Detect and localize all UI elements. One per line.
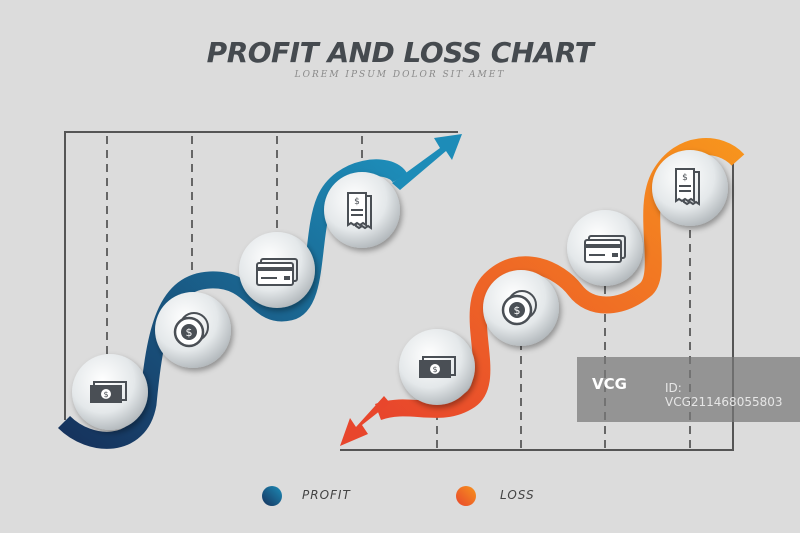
profit-dashed-guides [106,136,363,360]
credit-card-icon [584,235,626,263]
loss-steps [399,150,728,405]
banknote-icon [89,381,127,404]
page-title: PROFIT AND LOSS CHART [206,36,594,69]
watermark: VCG ID: VCG211468055803 [577,357,800,422]
profit-axes [64,131,458,420]
credit-card-icon [256,258,298,286]
watermark-id: ID: VCG211468055803 [665,381,783,409]
profit-arrow [392,134,462,190]
legend-loss-label: LOSS [500,488,535,502]
banknote-icon [418,356,456,379]
page-subtitle: LOREM IPSUM DOLOR SIT AMET [294,70,506,80]
legend-loss-swatch [456,486,476,506]
loss-axes [340,160,734,451]
legend-profit-swatch [262,486,282,506]
legend-profit-label: PROFIT [302,488,351,502]
watermark-logo: VCG [592,375,627,393]
loss-arrow [340,396,390,446]
